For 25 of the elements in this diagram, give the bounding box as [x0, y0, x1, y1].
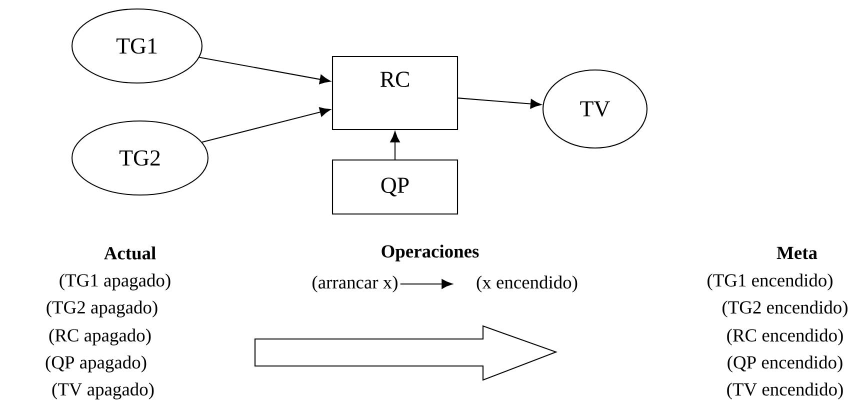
ellipse-node: TG2	[71, 120, 209, 196]
state-text: (RC apagado)	[49, 328, 151, 346]
process-box: RC	[332, 56, 458, 130]
ellipse-node: TG1	[71, 8, 203, 84]
arrow	[199, 56, 331, 84]
state-text: (TG2 encendido)	[722, 300, 848, 318]
column-heading: Meta	[776, 246, 818, 260]
state-text: (RC encendido)	[727, 328, 843, 346]
ellipse-node: TV	[542, 69, 648, 149]
state-text: (TV apagado)	[52, 382, 154, 400]
state-text: (TV encendido)	[727, 382, 843, 400]
state-text: (QP apagado)	[46, 356, 146, 372]
arrow	[400, 279, 453, 289]
column-heading: Operaciones	[382, 244, 479, 262]
state-text: (arrancar x)	[312, 276, 398, 292]
state-text: (QP encendido)	[728, 356, 842, 372]
state-text: (TG1 apagado)	[60, 274, 170, 290]
state-text: (x encendido)	[476, 276, 578, 292]
state-text: (TG1 encendido)	[708, 274, 832, 290]
arrow	[458, 98, 542, 109]
process-box: QP	[332, 159, 458, 215]
arrow	[202, 107, 331, 143]
arrow	[390, 131, 400, 160]
state-text: (TG2 apagado)	[46, 300, 158, 318]
column-heading: Actual	[104, 246, 156, 260]
